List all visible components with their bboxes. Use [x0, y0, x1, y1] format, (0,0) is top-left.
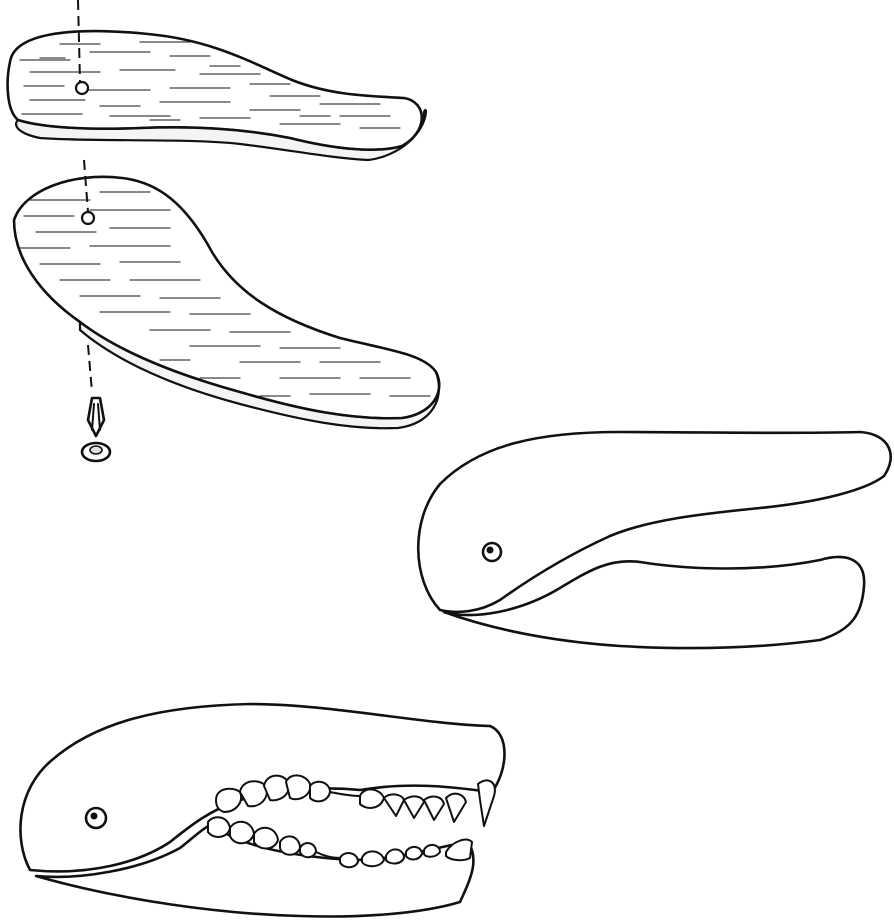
- jaw-with-teeth: [20, 704, 504, 916]
- top-board: [8, 31, 426, 160]
- upper-jaw: [418, 432, 890, 612]
- lower-teeth-row: [208, 817, 472, 867]
- bottom-board: [14, 177, 439, 428]
- top-board-pivot-hole: [76, 82, 88, 94]
- upper-teeth-row: [216, 775, 495, 826]
- lower-jaw: [444, 557, 864, 648]
- pivot-fastener: [82, 398, 110, 461]
- bottom-board-pivot-hole: [82, 212, 94, 224]
- assembled-jaw: [418, 432, 890, 648]
- exploded-assembly: [8, 0, 440, 461]
- bottom-board-grain: [20, 192, 430, 396]
